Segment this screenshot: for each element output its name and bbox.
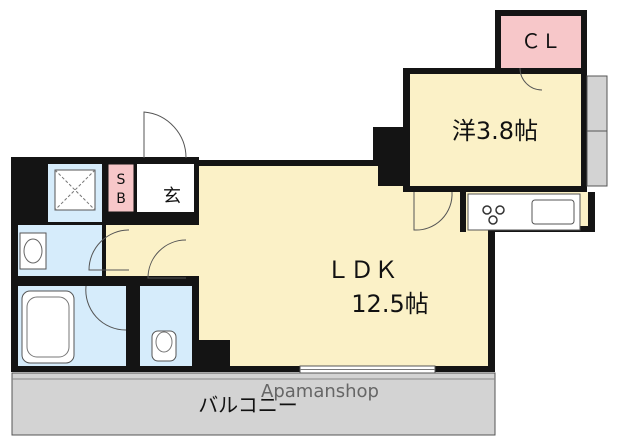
storage-floor	[199, 288, 230, 340]
entrance-label: 玄	[163, 186, 181, 207]
toilet-door	[147, 239, 187, 279]
shoe-box-b: B	[116, 191, 126, 207]
shoe-box-s: S	[117, 172, 126, 188]
balcony-area	[11, 372, 496, 436]
closet-floor	[501, 16, 581, 68]
western-room-label: 洋3.8帖	[452, 117, 538, 145]
western-room-floor	[410, 74, 581, 186]
washroom-door	[88, 229, 130, 271]
watermark: Apamanshop	[261, 381, 379, 402]
ldk-size-label: 12.5帖	[351, 290, 428, 318]
pillar	[378, 164, 396, 186]
closet-door	[519, 67, 543, 91]
closet-label: ＣＬ	[521, 29, 561, 53]
door-swings	[85, 67, 543, 331]
laundry-pan	[54, 169, 96, 211]
western-door	[413, 191, 453, 231]
entrance-door	[143, 111, 187, 159]
bath-door	[85, 285, 127, 331]
entrance-floor	[137, 164, 194, 212]
ldk-label: ＬＤＫ	[326, 256, 398, 284]
bathtub	[21, 290, 75, 364]
interior-walls	[18, 68, 587, 366]
hall-floor	[102, 225, 199, 286]
balcony-label: バルコニー	[198, 393, 298, 417]
stove-burner	[482, 205, 492, 215]
stove-burner	[495, 205, 505, 215]
stove-burner	[488, 215, 498, 225]
shoe-box	[107, 163, 135, 213]
kitchen-sink	[531, 199, 575, 225]
